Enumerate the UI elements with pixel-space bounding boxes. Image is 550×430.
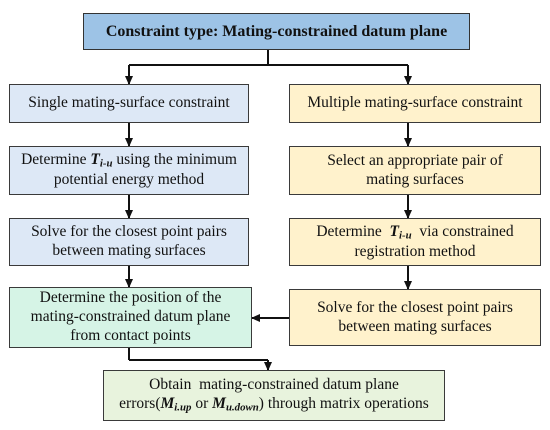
- multiple-constraint-box: Multiple mating-surface constraint: [289, 84, 541, 123]
- title-text: Constraint type: Mating-constrained datu…: [105, 22, 448, 40]
- left-closest-point-label: Solve for the closest point pairs betwee…: [31, 223, 227, 259]
- datum-plane-position-label: Determine the position of the mating-con…: [30, 289, 231, 344]
- obtain-errors-line1: Obtain mating-constrained datum plane: [149, 376, 399, 394]
- determine-tiu-registration-box: Determine Ti-u via constrained registrat…: [289, 218, 541, 266]
- left-closest-point-box: Solve for the closest point pairs betwee…: [9, 218, 249, 266]
- right-closest-point-label: Solve for the closest point pairs betwee…: [317, 298, 513, 335]
- obtain-errors-box: Obtain mating-constrained datum plane er…: [103, 370, 445, 421]
- tiu-symbol-right: Ti-u: [389, 222, 412, 242]
- mu-down-symbol: Mu.down: [212, 394, 259, 414]
- mi-up-symbol: Mi.up: [160, 394, 192, 414]
- determine-tiu-registration-line1: Determine Ti-u via constrained: [316, 222, 514, 242]
- right-closest-point-box: Solve for the closest point pairs betwee…: [289, 289, 541, 346]
- constraint-type-title: Constraint type: Mating-constrained datu…: [83, 13, 470, 50]
- obtain-errors-line2: errors(Mi.up or Mu.down) through matrix …: [119, 394, 429, 414]
- determine-tiu-energy-line1: Determine Ti-u using the minimum: [21, 151, 237, 170]
- determine-tiu-registration-line2: registration method: [354, 242, 476, 260]
- determine-tiu-energy-box: Determine Ti-u using the minimum potenti…: [9, 146, 249, 195]
- datum-plane-position-box: Determine the position of the mating-con…: [9, 287, 252, 348]
- tiu-symbol: Ti-u: [90, 151, 113, 170]
- select-pair-label: Select an appropriate pair of mating sur…: [327, 151, 503, 188]
- single-constraint-label: Single mating-surface constraint: [28, 94, 230, 112]
- single-constraint-box: Single mating-surface constraint: [9, 84, 249, 123]
- select-pair-box: Select an appropriate pair of mating sur…: [289, 146, 541, 195]
- multiple-constraint-label: Multiple mating-surface constraint: [307, 94, 523, 112]
- determine-tiu-energy-line2: potential energy method: [53, 171, 205, 188]
